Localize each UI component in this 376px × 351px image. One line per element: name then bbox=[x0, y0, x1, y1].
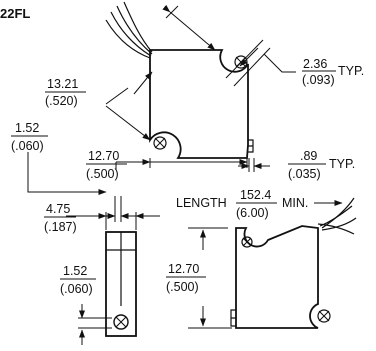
length-view-part bbox=[230, 197, 357, 329]
dim-1270-v-mm: 12.70 bbox=[168, 262, 199, 276]
dim-1321-mm: 13.21 bbox=[47, 77, 78, 91]
dim-089-mm: .89 bbox=[300, 149, 317, 163]
dim-236-in: (.093) bbox=[302, 73, 335, 87]
dim-152-top-in: (.060) bbox=[11, 139, 44, 153]
dim-length-in: (6.00) bbox=[236, 206, 269, 220]
dim-152-top-mm: 1.52 bbox=[15, 121, 39, 135]
dim-152-side-in: (.060) bbox=[60, 282, 93, 296]
dim-1270-v-in: (.500) bbox=[166, 280, 199, 294]
dim-236-mm: 2.36 bbox=[303, 57, 327, 71]
side-view-part bbox=[105, 231, 137, 337]
dim-089-in: (.035) bbox=[288, 167, 321, 181]
dim-475-mm: 4.75 bbox=[46, 202, 70, 216]
dim-1270-h-in: (.500) bbox=[86, 167, 119, 181]
dim-1270-h-mm: 12.70 bbox=[88, 149, 119, 163]
dim-length-mm: 152.4 bbox=[240, 188, 271, 202]
dim-475-in: (.187) bbox=[44, 220, 77, 234]
dim-1321-in: (.520) bbox=[45, 94, 78, 108]
top-view-part bbox=[105, 1, 254, 159]
part-label: 22FL bbox=[0, 6, 30, 21]
dim-089-suffix: TYP. bbox=[329, 157, 355, 171]
dim-length-suffix: MIN. bbox=[282, 196, 308, 210]
dim-152-side-mm: 1.52 bbox=[63, 264, 87, 278]
dimension-labels: 2.36 (.093) TYP. 13.21 (.520) 1.52 (.060… bbox=[11, 57, 364, 296]
dim-236-suffix: TYP. bbox=[338, 64, 364, 78]
dim-length-prefix: LENGTH bbox=[176, 196, 227, 210]
dimension-lines bbox=[27, 4, 343, 345]
